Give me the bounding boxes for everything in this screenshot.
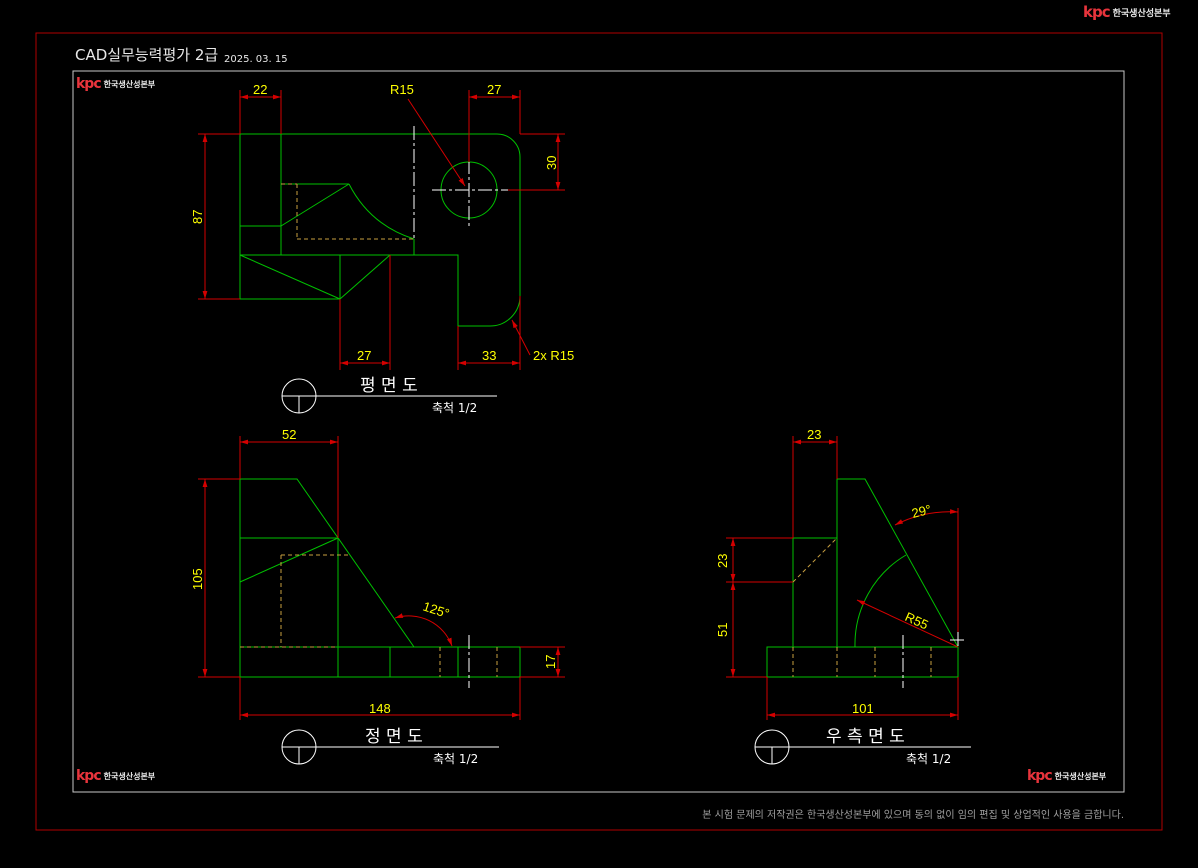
logo-text: 한국생산성본부 bbox=[103, 771, 156, 781]
top-view bbox=[239, 133, 521, 327]
outer-border bbox=[35, 32, 1163, 831]
right-view-hidden bbox=[792, 537, 932, 677]
dim-right-r55: R55 bbox=[903, 609, 931, 632]
top-view-title-block bbox=[281, 378, 497, 414]
front-view-dimensions bbox=[198, 436, 565, 720]
dim-right-23a: 23 bbox=[807, 427, 821, 442]
kpc-logo-icon: kpc bbox=[1027, 768, 1053, 784]
front-view-scale: 축척 1/2 bbox=[433, 752, 478, 766]
dim-top-27b: 27 bbox=[357, 348, 371, 363]
kpc-logo-icon: kpc bbox=[1083, 3, 1111, 21]
logo-text: 한국생산성본부 bbox=[103, 79, 156, 89]
dim-top-27a: 27 bbox=[487, 82, 501, 97]
dim-top-33: 33 bbox=[482, 348, 496, 363]
right-view-scale: 축척 1/2 bbox=[906, 752, 951, 766]
front-view-title-block bbox=[281, 729, 499, 765]
dim-top-2xr15: 2x R15 bbox=[533, 348, 574, 363]
logo-text: 한국생산성본부 bbox=[1112, 8, 1171, 19]
logo-text: 한국생산성본부 bbox=[1054, 771, 1107, 781]
right-view-title: 우 측 면 도 bbox=[826, 727, 905, 747]
dim-front-148: 148 bbox=[369, 701, 391, 716]
right-view-outline bbox=[766, 478, 959, 678]
copyright-notice: 본 시험 문제의 저작권은 한국생산성본부에 있으며 동의 없이 임의 편집 및… bbox=[702, 808, 1124, 821]
front-view-title: 정 면 도 bbox=[365, 727, 423, 747]
logo-inner-bottom-right: kpc 한국생산성본부 bbox=[1027, 768, 1106, 784]
inner-border bbox=[72, 70, 1125, 793]
dim-front-125: 125° bbox=[421, 599, 451, 622]
dim-front-52: 52 bbox=[282, 427, 296, 442]
right-view-title-block bbox=[754, 729, 971, 765]
logo-inner-bottom-left: kpc 한국생산성본부 bbox=[76, 768, 155, 784]
kpc-logo-icon: kpc bbox=[76, 768, 102, 784]
dim-right-29: 29° bbox=[910, 502, 933, 521]
top-view-title: 평 면 도 bbox=[360, 376, 418, 396]
dim-top-22: 22 bbox=[253, 82, 267, 97]
top-view-scale: 축척 1/2 bbox=[432, 401, 477, 415]
top-view-centerlines bbox=[413, 126, 508, 240]
dim-front-17: 17 bbox=[543, 655, 558, 669]
top-view-outline bbox=[239, 133, 521, 327]
dim-front-105: 105 bbox=[190, 568, 205, 590]
logo-inner-top-left: kpc 한국생산성본부 bbox=[76, 76, 155, 92]
dim-right-51: 51 bbox=[715, 623, 730, 637]
dim-right-101: 101 bbox=[852, 701, 874, 716]
top-view-hidden bbox=[281, 183, 414, 240]
sheet-date: 2025. 03. 15 bbox=[224, 54, 288, 65]
top-view-dimensions bbox=[198, 90, 565, 370]
dim-top-87: 87 bbox=[190, 210, 205, 224]
dim-top-30: 30 bbox=[544, 156, 559, 170]
front-view-hidden bbox=[240, 554, 498, 677]
dim-right-23b: 23 bbox=[715, 554, 730, 568]
right-view-dimensions bbox=[726, 436, 959, 720]
sheet-title: CAD실무능력평가 2급 bbox=[75, 46, 218, 64]
dim-top-r15: R15 bbox=[390, 82, 414, 97]
front-view bbox=[239, 478, 521, 678]
right-view-centerlines bbox=[902, 632, 966, 688]
kpc-logo-icon: kpc bbox=[76, 76, 102, 92]
logo-top-right: kpc 한국생산성본부 bbox=[1083, 3, 1171, 21]
